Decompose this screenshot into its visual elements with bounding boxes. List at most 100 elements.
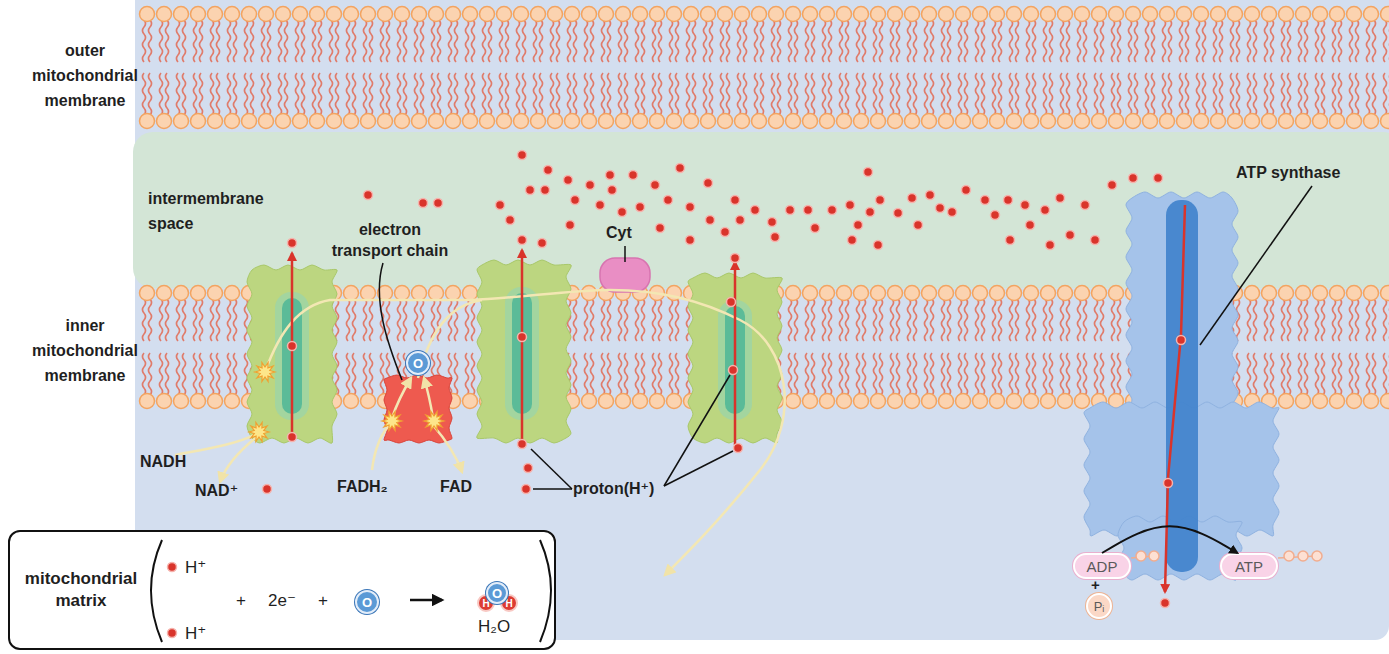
lipid-tail xyxy=(506,73,509,115)
lipid-tail xyxy=(755,73,758,115)
lipid-head xyxy=(582,114,597,129)
lipid-tail xyxy=(619,299,622,341)
oxygen-atom: O xyxy=(486,582,508,604)
lipid-tail xyxy=(1367,299,1370,341)
lipid-tail xyxy=(268,73,271,115)
proton-dots xyxy=(263,151,1186,608)
leader-line xyxy=(624,246,626,262)
lipid-tail xyxy=(874,73,877,115)
electron-path xyxy=(432,424,462,472)
lipid-head xyxy=(344,394,359,409)
proton-dot xyxy=(936,204,945,213)
lipid-tail xyxy=(143,353,146,395)
proton-dot xyxy=(608,186,617,195)
lipid-head xyxy=(871,286,886,301)
lipid-tail xyxy=(636,20,639,62)
lipid-tail xyxy=(1316,299,1319,341)
lipid-tail xyxy=(1339,299,1342,341)
lipid-tail xyxy=(789,299,792,341)
lipid-head xyxy=(1279,114,1294,129)
proton-dot xyxy=(1066,231,1075,240)
lipid-tail xyxy=(1033,353,1036,395)
lipid-head xyxy=(922,394,937,409)
lipid-head xyxy=(939,114,954,129)
lipid-tail xyxy=(1118,73,1121,115)
lipid-head xyxy=(786,114,801,129)
lipid-tail xyxy=(812,353,815,395)
lipid-tail xyxy=(245,353,248,395)
lipid-head xyxy=(582,7,597,22)
lipid-tail xyxy=(948,73,951,115)
lipid-tail xyxy=(1384,353,1387,395)
lipid-tail xyxy=(857,73,860,115)
phosphate-circle xyxy=(1136,551,1146,561)
lipid-tail xyxy=(1305,20,1308,62)
lipid-tail xyxy=(1265,20,1268,62)
lipid-tail xyxy=(285,20,288,62)
lipid-head xyxy=(820,7,835,22)
lipid-tail xyxy=(846,299,849,341)
lipid-head xyxy=(786,286,801,301)
lipid-tail xyxy=(1367,73,1370,115)
node-text: Pᵢ xyxy=(1094,599,1105,614)
proton-dot xyxy=(914,221,923,230)
proton-dot xyxy=(981,196,990,205)
lipid-tail xyxy=(636,353,639,395)
lipid-leaflet xyxy=(140,7,1389,63)
phosphate-circle xyxy=(1312,551,1322,561)
lipid-tail xyxy=(455,353,458,395)
lipid-tail xyxy=(1033,299,1036,341)
proton-dot xyxy=(168,563,177,572)
lipid-head xyxy=(531,114,546,129)
lipid-tail xyxy=(245,73,248,115)
lipid-tail xyxy=(1350,299,1353,341)
lipid-tail xyxy=(704,20,707,62)
lipid-tail xyxy=(891,353,894,395)
proton-dot xyxy=(522,485,531,494)
lipid-tail xyxy=(982,73,985,115)
lipid-tail xyxy=(415,73,418,115)
lipid-tail xyxy=(1101,299,1104,341)
lipid-head xyxy=(769,7,784,22)
lipid-tail xyxy=(353,353,356,395)
proton-dot xyxy=(751,206,760,215)
lipid-tail xyxy=(472,20,475,62)
lipid-tail xyxy=(1265,353,1268,395)
lipid-tail xyxy=(653,299,656,341)
lipid-tail xyxy=(585,73,588,115)
lipid-tail xyxy=(591,353,594,395)
lipid-tail xyxy=(1271,353,1274,395)
lipid-head xyxy=(956,286,971,301)
lipid-tail xyxy=(183,299,186,341)
lipid-tail xyxy=(234,73,237,115)
lipid-tail xyxy=(1101,73,1104,115)
lipid-tail xyxy=(1231,73,1234,115)
lipid-tail xyxy=(234,20,237,62)
lipid-tail xyxy=(1078,20,1081,62)
lipid-tail xyxy=(381,73,384,115)
phosphate-circle xyxy=(1298,551,1308,561)
lipid-head xyxy=(752,114,767,129)
lipid-head xyxy=(344,114,359,129)
lipid-tail xyxy=(863,20,866,62)
lipid-head xyxy=(939,286,954,301)
lipid-head xyxy=(497,114,512,129)
lipid-tail xyxy=(1203,73,1206,115)
lipid-head xyxy=(174,7,189,22)
lipid-head xyxy=(259,7,274,22)
lipid-tail xyxy=(1135,20,1138,62)
lipid-head xyxy=(1007,114,1022,129)
lipid-tail xyxy=(891,73,894,115)
lipid-tail xyxy=(228,353,231,395)
lipid-tail xyxy=(1299,20,1302,62)
proton-dot xyxy=(686,236,695,245)
proton-dot xyxy=(518,151,527,160)
lipid-head xyxy=(718,7,733,22)
lipid-tail xyxy=(897,20,900,62)
lipid-tail xyxy=(500,73,503,115)
proton-dot xyxy=(651,181,660,190)
proton-dot xyxy=(864,168,873,177)
lipid-tail xyxy=(778,73,781,115)
lipid-tail xyxy=(710,73,713,115)
lipid-tail xyxy=(755,20,758,62)
